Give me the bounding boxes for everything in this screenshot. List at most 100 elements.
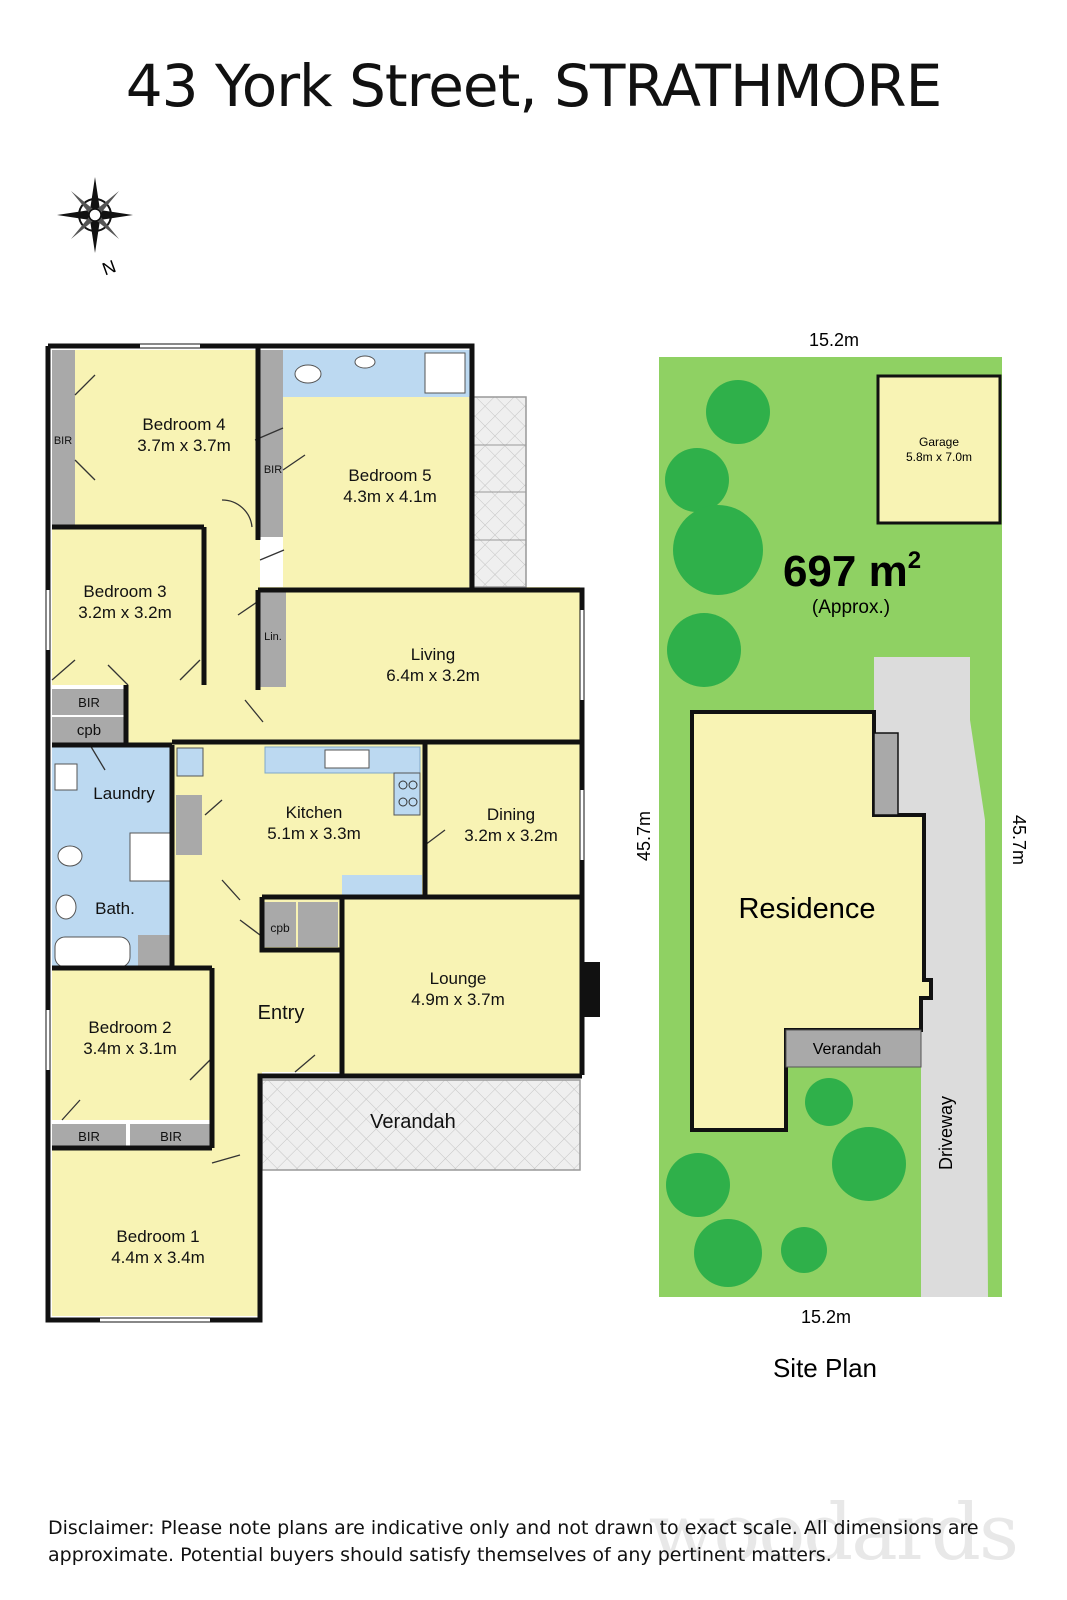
trees <box>665 380 906 1287</box>
room-laundry <box>52 745 172 843</box>
site-plan-caption: Site Plan <box>773 1353 877 1383</box>
cpb-label-hall: cpb <box>77 722 101 739</box>
watermark: woodards <box>648 1488 1019 1578</box>
site-area-approx: (Approx.) <box>812 597 890 618</box>
basin-2-icon <box>55 894 77 920</box>
garage-dims: 5.8m x 7.0m <box>906 450 972 464</box>
tree-icon <box>666 1153 730 1217</box>
tree-icon <box>832 1127 906 1201</box>
tree-icon <box>805 1078 853 1126</box>
residence-verandah-label: Verandah <box>813 1041 882 1058</box>
page-title: 43 York Street, STRATHMORE <box>125 52 942 120</box>
residence-label: Residence <box>738 893 875 925</box>
verandah-area <box>261 1079 581 1171</box>
bedroom1-name: Bedroom 1 <box>116 1227 199 1246</box>
bir-bedroom2-a <box>52 1124 126 1148</box>
bir-bedroom5 <box>260 397 283 537</box>
cooktop <box>393 772 421 816</box>
bir-label-bed5: BIR <box>264 464 282 476</box>
driveway-label: Driveway <box>936 1096 956 1170</box>
bir-label-bed4: BIR <box>54 435 72 447</box>
toilet-icon <box>294 364 322 384</box>
site-right-length: 45.7m <box>1009 815 1029 865</box>
bir-bedroom4 <box>52 350 75 527</box>
room-bedroom1 <box>52 1148 259 1316</box>
site-area-sup: 2 <box>908 547 921 574</box>
linen-cupboard <box>260 590 286 687</box>
laundry-name: Laundry <box>93 784 155 803</box>
room-bedroom4 <box>75 350 258 527</box>
tree-icon <box>694 1219 762 1287</box>
bedroom2-name: Bedroom 2 <box>88 1018 171 1037</box>
living-name: Living <box>411 645 455 664</box>
tree-icon <box>665 448 729 512</box>
site-area: 697 m2 <box>783 547 921 596</box>
shower-icon <box>424 352 466 394</box>
site-left-length: 45.7m <box>634 811 654 861</box>
bedroom4-name: Bedroom 4 <box>142 415 225 434</box>
cpb-hall <box>52 717 126 743</box>
floor-plan <box>45 343 600 1323</box>
garage-name: Garage <box>919 435 959 449</box>
bedroom4-dims: 3.7m x 3.7m <box>137 436 231 455</box>
fridge <box>176 747 204 777</box>
fireplace <box>580 962 600 1017</box>
bedroom1-dims: 4.4m x 3.4m <box>111 1248 205 1267</box>
kitchen-dims: 5.1m x 3.3m <box>267 824 361 843</box>
bedroom5-dims: 4.3m x 4.1m <box>343 487 437 506</box>
walls <box>45 343 585 1323</box>
tree-icon <box>667 613 741 687</box>
toilet-2-icon <box>57 845 83 867</box>
lin-label: Lin. <box>264 631 282 643</box>
bir-label-bed2-a: BIR <box>78 1129 100 1144</box>
bedroom3-name: Bedroom 3 <box>83 582 166 601</box>
residence-verandah <box>785 1029 922 1068</box>
dining-dims: 3.2m x 3.2m <box>464 826 558 845</box>
windows <box>46 344 584 1322</box>
cpb-label-entry: cpb <box>270 921 290 935</box>
bir-bedroom2-b <box>130 1124 212 1148</box>
entry-name: Entry <box>258 1002 305 1024</box>
room-living <box>260 587 580 742</box>
door-swings <box>51 374 446 1164</box>
bir-bedroom3 <box>52 689 126 715</box>
tree-icon <box>706 380 770 444</box>
bir-label-bed2-b: BIR <box>160 1129 182 1144</box>
room-lounge <box>342 897 580 1077</box>
basin-icon <box>354 355 376 369</box>
hall-lower <box>212 1060 262 1150</box>
bath-store <box>138 935 174 968</box>
wc-store <box>260 350 283 397</box>
cpb-entry-2 <box>298 902 338 947</box>
compass-icon <box>57 177 133 253</box>
room-bedroom5 <box>283 397 470 587</box>
shower-2-icon <box>129 832 173 882</box>
site-bottom-width: 15.2m <box>801 1307 851 1327</box>
bir-label-bed3: BIR <box>78 695 100 710</box>
dining-name: Dining <box>487 805 535 824</box>
lounge-dims: 4.9m x 3.7m <box>411 990 505 1009</box>
bath-name: Bath. <box>95 899 135 918</box>
bathtub-icon <box>54 936 131 968</box>
site-top-width: 15.2m <box>809 330 859 350</box>
room-bedroom3 <box>52 527 204 685</box>
hall-mid <box>128 685 268 745</box>
compass-north-label: N <box>100 256 119 279</box>
kitchen-name: Kitchen <box>286 803 343 822</box>
kitchen-sink <box>324 749 370 769</box>
living-dims: 6.4m x 3.2m <box>386 666 480 685</box>
kitchen-pantry <box>176 795 202 855</box>
garage <box>876 374 1002 525</box>
bedroom3-dims: 3.2m x 3.2m <box>78 603 172 622</box>
tree-icon <box>781 1227 827 1273</box>
room-dining <box>425 742 580 897</box>
room-bedroom2 <box>52 970 212 1120</box>
tree-icon <box>673 505 763 595</box>
kitchen-island <box>342 875 422 895</box>
bedroom5-name: Bedroom 5 <box>348 466 431 485</box>
verandah-name: Verandah <box>370 1111 456 1133</box>
residence-side-store <box>873 732 899 816</box>
laundry-tub-icon <box>54 763 78 791</box>
disclaimer: Disclaimer: Please note plans are indica… <box>48 1517 979 1566</box>
